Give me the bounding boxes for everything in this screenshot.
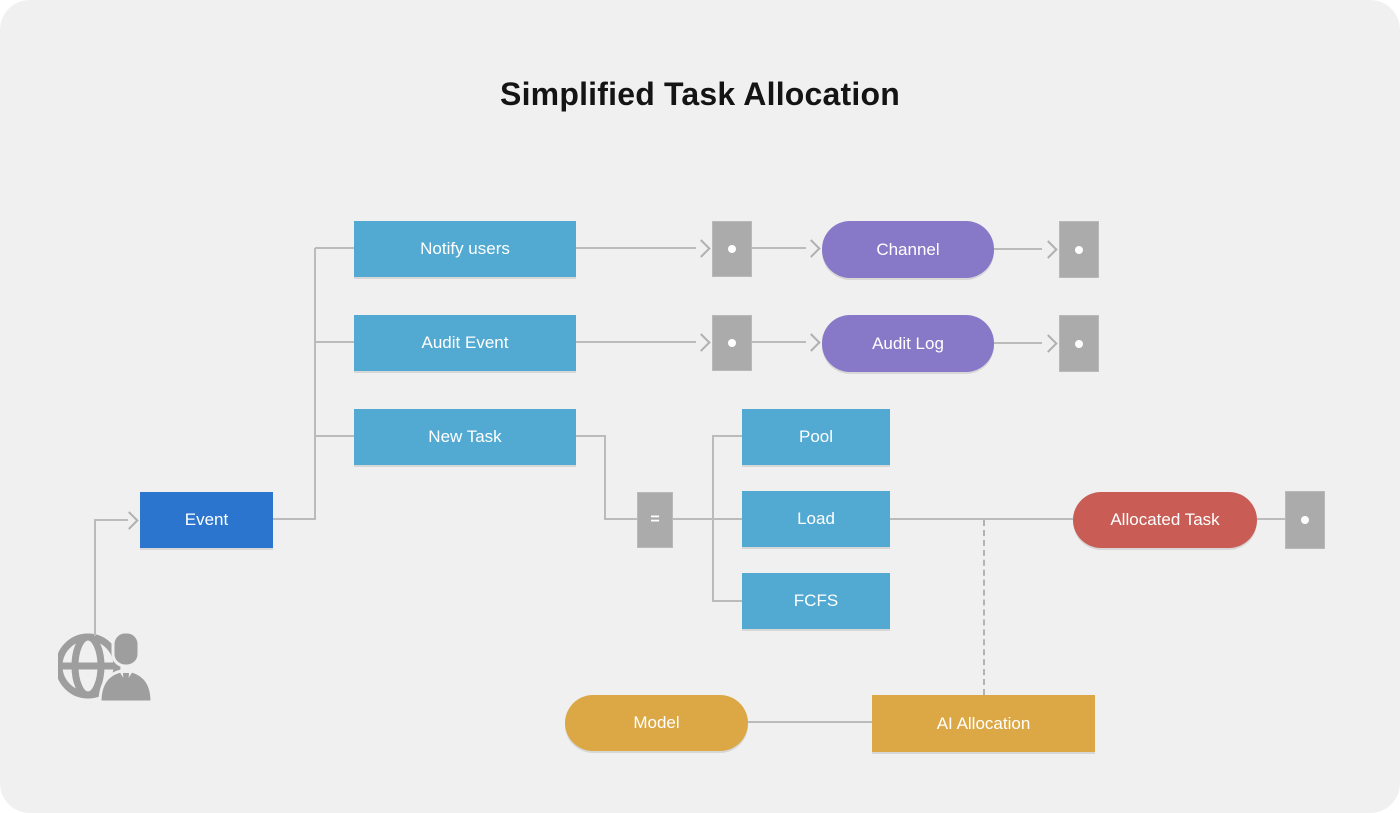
connector-new-task-down [604, 435, 606, 519]
connector-event-branch [314, 248, 316, 520]
node-label: Model [633, 713, 680, 732]
node-allocated-task: Allocated Task [1073, 492, 1257, 548]
connector-notify-to-port [576, 247, 696, 249]
connector-allocated-to-port [1257, 518, 1285, 520]
port-icon [1059, 315, 1099, 372]
arrowhead-icon [802, 333, 821, 352]
node-label: Audit Log [872, 333, 944, 353]
node-label: Load [797, 509, 835, 528]
arrowhead-icon [802, 239, 821, 258]
node-label: Notify users [420, 239, 510, 258]
port-dot [728, 245, 736, 253]
port-equals: = [637, 492, 673, 548]
connector-to-audit-event [315, 341, 354, 343]
connector-new-task-out [576, 435, 606, 437]
connector-load-to-allocated [890, 518, 1073, 520]
connector-audit-to-port [576, 341, 696, 343]
node-label: Audit Event [421, 333, 509, 352]
arrowhead-icon [692, 239, 711, 258]
connector-actor-to-event [94, 520, 96, 636]
connector-model-to-ai [748, 721, 872, 723]
node-label: Channel [876, 239, 940, 259]
port-dot [1075, 245, 1083, 254]
port-dot [728, 339, 736, 347]
connector-to-pool [712, 435, 742, 437]
connector-ai-dashed [983, 520, 985, 695]
connector-to-equals-port [604, 518, 637, 520]
node-event: Event [140, 492, 273, 548]
node-audit-log: Audit Log [822, 315, 994, 372]
globe-businessman-icon [58, 630, 154, 702]
node-load: Load [742, 491, 890, 547]
connector-to-load [712, 518, 742, 520]
node-audit-event: Audit Event [354, 315, 576, 371]
connector-equals-out [673, 518, 713, 520]
connector-port-to-channel [752, 247, 806, 249]
page-title: Simplified Task Allocation [500, 76, 900, 112]
port-icon [712, 315, 752, 371]
connector-to-notify-users [315, 247, 354, 249]
node-label: New Task [428, 427, 502, 446]
connector-actor-to-event [94, 519, 128, 521]
node-ai-allocation: AI Allocation [872, 695, 1095, 752]
port-icon [1285, 491, 1325, 549]
port-dot [1075, 339, 1083, 348]
connector-to-fcfs [712, 600, 742, 602]
port-dot [1301, 516, 1309, 524]
connector-audit-log-to-port [994, 342, 1042, 344]
port-icon [1059, 221, 1099, 278]
arrowhead-icon [120, 511, 139, 530]
node-label: Pool [798, 427, 834, 446]
connector-port-to-audit-log [752, 341, 806, 343]
node-label: AI Allocation [936, 713, 1031, 733]
node-pool: Pool [742, 409, 890, 465]
connector-channel-to-port [994, 248, 1042, 250]
node-model: Model [565, 695, 748, 751]
node-label: FCFS [793, 591, 839, 610]
node-new-task: New Task [354, 409, 576, 465]
node-channel: Channel [822, 221, 994, 278]
node-fcfs: FCFS [742, 573, 890, 629]
port-icon [712, 221, 752, 277]
arrowhead-icon [1039, 334, 1058, 353]
node-label: Event [184, 510, 229, 529]
arrowhead-icon [692, 333, 711, 352]
node-label: Allocated Task [1110, 510, 1220, 529]
equals-label: = [650, 511, 660, 528]
connector-event-out [273, 518, 315, 520]
node-notify-users: Notify users [354, 221, 576, 277]
arrowhead-icon [1039, 240, 1058, 259]
connector-to-new-task [315, 435, 354, 437]
